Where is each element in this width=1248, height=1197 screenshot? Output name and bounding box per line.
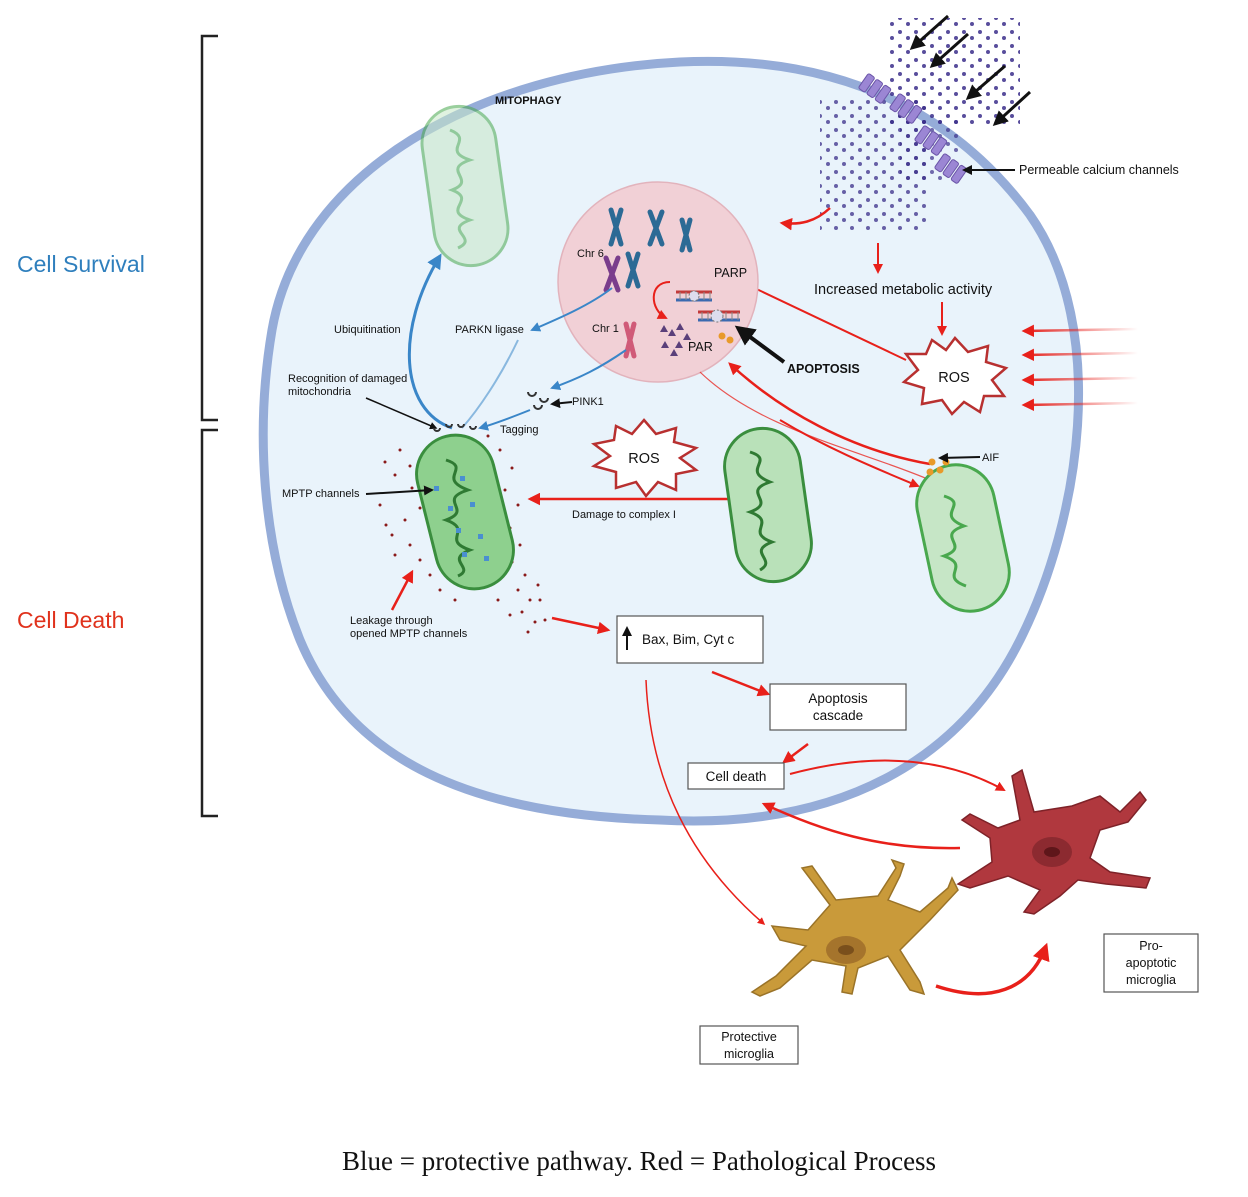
- bax-label: Bax, Bim, Cyt c: [642, 632, 735, 647]
- par-to-mito-arrow: [779, 419, 920, 488]
- bracket-survival: [200, 34, 218, 422]
- mitophagy-mitochondrion: [420, 104, 510, 268]
- external-stress-arrows: [1021, 324, 1139, 412]
- leakage-label-2: opened MPTP channels: [350, 628, 468, 640]
- chr6-label: Chr 6: [577, 248, 604, 260]
- apoptosis-label: APOPTOSIS: [787, 362, 860, 376]
- ros-center-label: ROS: [628, 451, 659, 467]
- increased-metabolic-activity-label: Increased metabolic activity: [814, 282, 993, 298]
- recognition-label-1: Recognition of damaged: [288, 373, 407, 385]
- nucleus-to-pink1-arrow: [550, 349, 627, 391]
- protective-microglia-label-2: microglia: [724, 1047, 774, 1061]
- protective-to-proapoptotic-arrow: [935, 942, 1050, 996]
- recognition-label-2: mitochondria: [288, 386, 352, 398]
- aif-label: AIF: [982, 452, 999, 464]
- cell-death-box: [687, 762, 785, 790]
- chromosome-blue-4: [625, 251, 641, 289]
- apoptosis-to-death-arrow: [782, 743, 809, 764]
- proapoptotic-to-death-arrow: [761, 802, 961, 850]
- chromosome-pink: [623, 321, 637, 359]
- parkn-ligase-label: PARKN ligase: [455, 324, 524, 336]
- mptp-channels-label: MPTP channels: [282, 488, 360, 500]
- proapoptotic-microglia: [956, 768, 1152, 915]
- calcium-influx-arrows: [909, 14, 1032, 127]
- chromosome-blue-2: [647, 209, 665, 247]
- dna-strands: [676, 290, 740, 344]
- ros-to-parp-arrow: [744, 282, 907, 361]
- bax-box: [616, 615, 764, 664]
- chr1-label: Chr 1: [592, 323, 619, 335]
- bracket-death: [200, 428, 218, 818]
- parp-curl-arrow: [652, 281, 671, 319]
- ubiquitination-label: Ubiquitination: [334, 324, 401, 336]
- chromosome-blue-3: [679, 217, 693, 253]
- apoptosis-cascade-box: [769, 683, 907, 731]
- cell-death-label: Cell Death: [17, 607, 124, 633]
- healthy-mitochondrion: [723, 426, 813, 584]
- protective-microglia: [750, 858, 959, 997]
- damaged-mitochondrion: [378, 423, 547, 634]
- death-to-proapoptotic-arrow: [789, 759, 1006, 791]
- chromosome-purple: [603, 255, 621, 293]
- leak-to-bax-arrow: [551, 616, 611, 635]
- leakage-arrow: [390, 569, 414, 611]
- bax-to-apoptosis-arrow: [711, 670, 771, 697]
- ros-starburst-right: [901, 336, 1009, 416]
- permeable-calcium-channels-label: Permeable calcium channels: [1019, 163, 1179, 177]
- mitophagy-label: MITOPHAGY: [495, 95, 562, 107]
- proapoptotic-microglia-label-3: microglia: [1126, 973, 1176, 987]
- calcium-channels: [858, 73, 968, 184]
- tagging-label: Tagging: [500, 424, 539, 436]
- recognition-pointer: [365, 397, 438, 430]
- parp-label: PARP: [714, 266, 747, 280]
- apoptosis-cascade-label-1: Apoptosis: [808, 691, 868, 706]
- protective-microglia-box: [699, 1025, 799, 1065]
- nucleus-to-parkn-arrow: [530, 287, 613, 332]
- apoptosis-arrow: [734, 325, 786, 364]
- proapoptotic-microglia-label-1: Pro-: [1139, 939, 1163, 953]
- damage-complex-label: Damage to complex I: [572, 509, 676, 521]
- pink1-to-mito-arrow: [478, 409, 531, 431]
- proapoptotic-microglia-label-2: apoptotic: [1126, 956, 1177, 970]
- aif-to-nucleus-arrow: [728, 362, 931, 466]
- apoptosis-cascade-label-2: cascade: [813, 708, 863, 723]
- par-chains: [660, 323, 691, 356]
- ros-starburst-center: [590, 418, 700, 499]
- ros-right-label: ROS: [938, 370, 969, 386]
- protective-microglia-label-1: Protective: [721, 1030, 777, 1044]
- chromosome-blue-1: [608, 207, 624, 247]
- proapoptotic-microglia-box: [1103, 933, 1199, 993]
- pink1-molecules: [527, 391, 549, 410]
- pink1-pointer: [550, 398, 573, 409]
- cell-survival-label: Cell Survival: [17, 251, 145, 277]
- nucleus: [557, 181, 759, 383]
- parkn-to-mito-line: [461, 339, 519, 429]
- par-label: PAR: [688, 340, 713, 354]
- mptp-pointer: [365, 485, 434, 496]
- aif-pointer: [938, 452, 981, 463]
- bax-to-protective-arrow: [645, 679, 766, 925]
- leakage-label-1: Leakage through: [350, 615, 433, 627]
- chromosomes: [603, 207, 693, 359]
- calcium-to-nucleus-arrow: [779, 207, 831, 231]
- ubiquitination-arrow: [407, 253, 453, 430]
- cell-death-box-label: Cell death: [706, 769, 767, 784]
- pink1-label: PINK1: [572, 396, 604, 408]
- figure-caption: Blue = protective pathway. Red = Patholo…: [342, 1146, 936, 1176]
